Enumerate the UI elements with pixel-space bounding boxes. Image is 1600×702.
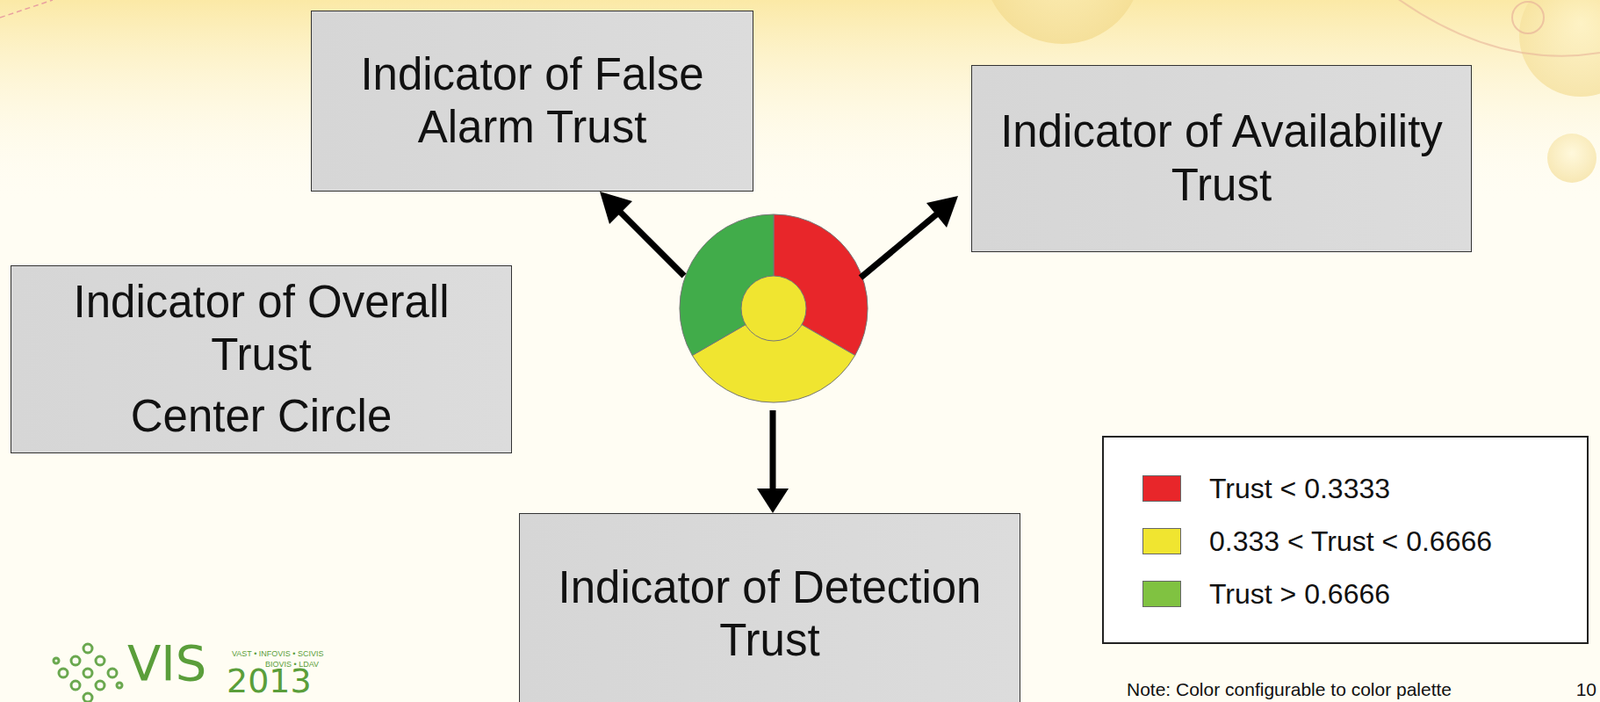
- page-number: 10: [1576, 678, 1597, 700]
- logo-text: VIS: [127, 635, 207, 691]
- box-title: Indicator of False Alarm Trust: [324, 48, 741, 154]
- indicator-box: Indicator of False Alarm Trust: [310, 10, 754, 192]
- vis-logo-mark: [53, 643, 123, 702]
- indicator-box: Indicator of Availability Trust: [971, 64, 1472, 253]
- legend-swatch: [1142, 580, 1182, 607]
- indicator-box: Indicator of Overall TrustCenter Circle: [10, 265, 512, 454]
- indicator-box: Indicator of Detection Trust: [518, 512, 1021, 702]
- box-title: Indicator of Availability Trust: [984, 105, 1459, 211]
- legend-swatch: [1142, 475, 1182, 502]
- logo-year: 2013: [226, 663, 312, 700]
- legend-row: Trust > 0.6666: [1142, 567, 1587, 620]
- legend-swatch: [1142, 527, 1182, 555]
- note: Note: Color configurable to color palett…: [1126, 678, 1452, 700]
- arrows: [599, 191, 959, 513]
- legend-text: Trust > 0.6666: [1209, 577, 1391, 611]
- legend-text: 0.333 < Trust < 0.6666: [1209, 525, 1492, 558]
- legend-row: 0.333 < Trust < 0.6666: [1142, 514, 1587, 568]
- box-title: Indicator of Detection Trust: [532, 561, 1008, 667]
- box-subtitle: Center Circle: [130, 389, 393, 443]
- legend-row: Trust < 0.3333: [1142, 461, 1587, 515]
- trust-circle: [679, 214, 868, 403]
- legend-box: Trust < 0.3333 0.333 < Trust < 0.6666Trus…: [1102, 435, 1589, 644]
- legend-text: Trust < 0.3333: [1209, 472, 1391, 505]
- box-title: Indicator of Overall Trust: [23, 275, 499, 382]
- logo-tagline: VAST • INFOVIS • SCIVIS: [231, 649, 325, 659]
